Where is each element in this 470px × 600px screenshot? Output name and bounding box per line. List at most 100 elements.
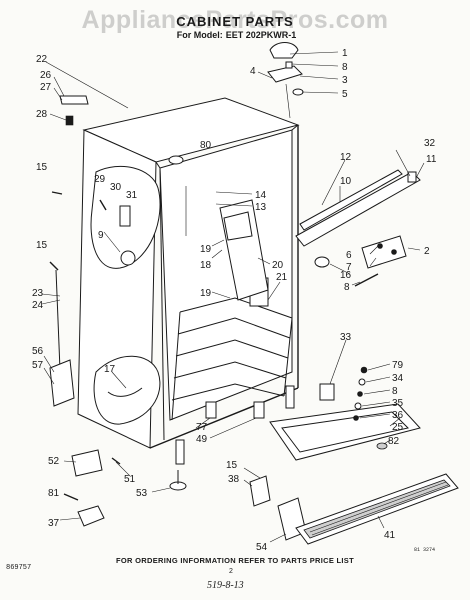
model-line: For Model:EET 202PKWR-1 (0, 30, 470, 40)
callout-25: 25 (392, 422, 404, 433)
callout-79: 79 (392, 360, 404, 371)
callout-8: 8 (344, 282, 350, 293)
callout-7: 7 (346, 262, 352, 273)
ordering-note: FOR ORDERING INFORMATION REFER TO PARTS … (116, 556, 354, 565)
side-cutaway-lower (93, 355, 161, 425)
page-number: 2 (229, 568, 233, 575)
callout-16: 16 (340, 270, 352, 281)
cabinet-foot-right (285, 385, 295, 409)
callout-37: 37 (48, 518, 60, 529)
callout-53: 53 (136, 488, 148, 499)
model-number: EET 202PKWR-1 (225, 30, 297, 40)
watermark: AppliancePartsPros.com (81, 6, 389, 34)
callout-77: 77 (196, 422, 208, 433)
callout-52: 52 (48, 456, 60, 467)
diagram-title: CABINET PARTS (176, 14, 294, 29)
callout-24: 24 (32, 300, 44, 311)
callout-22: 22 (36, 54, 48, 65)
callout-12: 12 (340, 152, 352, 163)
callout-54: 54 (256, 542, 268, 553)
callout-35: 35 (392, 398, 404, 409)
callout-57: 57 (32, 360, 44, 371)
lower-left-group (43, 355, 127, 407)
callout-11: 11 (426, 154, 437, 165)
drain-pan-group (269, 339, 421, 461)
callout-36: 36 (392, 410, 404, 421)
callout-18: 18 (200, 260, 212, 271)
center-bracket-group (185, 186, 281, 301)
callout-9: 9 (98, 230, 104, 241)
door-rail-32 (295, 171, 421, 247)
callout-8: 8 (342, 62, 348, 73)
callout-80: 80 (200, 140, 212, 151)
door-rail-10 (299, 169, 403, 231)
callout-30: 30 (110, 182, 122, 193)
bracket-56 (49, 359, 75, 407)
bracket-38 (249, 475, 271, 507)
callout-82: 82 (388, 436, 400, 447)
callout-10: 10 (340, 176, 352, 187)
cabinet-foot-left (175, 439, 185, 465)
drain-pan (269, 403, 421, 461)
callout-2: 2 (424, 246, 430, 257)
bracket-30 (119, 205, 131, 227)
document-number: 869757 (6, 564, 32, 572)
callout-19: 19 (200, 244, 212, 255)
hinge-bushing (314, 256, 330, 268)
callout-20: 20 (272, 260, 284, 271)
door-rail (295, 149, 425, 247)
callout-49: 49 (196, 434, 208, 445)
thermostat-knob (120, 250, 136, 266)
roller-37 (77, 505, 105, 527)
callout-33: 33 (340, 332, 352, 343)
cabinet-bottom-edge (149, 387, 299, 449)
top-plug (168, 155, 184, 165)
callout-6: 6 (346, 250, 352, 261)
top-hinge (267, 65, 303, 83)
lower-hinge-group (314, 235, 421, 287)
callout-56: 56 (32, 346, 44, 357)
callout-17: 17 (104, 364, 116, 375)
callout-28: 28 (36, 109, 48, 120)
callout-13: 13 (255, 202, 267, 213)
callout-19: 19 (200, 288, 212, 299)
base-grille-group (295, 473, 459, 545)
pin-cap (65, 115, 74, 126)
callout-23: 23 (32, 288, 44, 299)
callout-3: 3 (342, 75, 348, 86)
callout-21: 21 (276, 272, 288, 283)
callout-14: 14 (255, 190, 267, 201)
pan-plug (376, 442, 388, 450)
callout-labels: 1 8 3 5 4 22 26 27 28 80 32 12 11 10 15 … (32, 48, 437, 553)
callout-5: 5 (342, 89, 348, 100)
reference-code: 81 3274 (414, 547, 436, 553)
callout-15: 15 (226, 460, 238, 471)
side-cutaways (90, 165, 161, 425)
callout-38: 38 (228, 474, 240, 485)
hinge-washer (292, 88, 304, 96)
bracket-33 (319, 383, 335, 401)
callout-41: 41 (384, 530, 396, 541)
lower-hinge (361, 235, 407, 269)
callout-32: 32 (424, 138, 436, 149)
hinge-cover (269, 42, 299, 59)
model-prefix: For Model: (176, 30, 223, 40)
callout-8: 8 (392, 386, 398, 397)
callout-81: 81 (48, 488, 60, 499)
cabinet-back-panel (159, 129, 293, 421)
callout-15: 15 (36, 162, 48, 173)
callout-15: 15 (36, 240, 48, 251)
clip-49 (253, 401, 265, 419)
callout-26: 26 (40, 70, 52, 81)
clip-77 (205, 401, 217, 419)
rail-end-cap (407, 171, 417, 183)
callout-34: 34 (392, 373, 404, 384)
hinge-screw (285, 61, 293, 69)
bracket-13 (223, 211, 253, 241)
pin-bracket (59, 95, 89, 105)
handwritten-note: 519-8-13 (207, 580, 244, 591)
callout-4: 4 (250, 66, 256, 77)
callout-31: 31 (126, 190, 138, 201)
